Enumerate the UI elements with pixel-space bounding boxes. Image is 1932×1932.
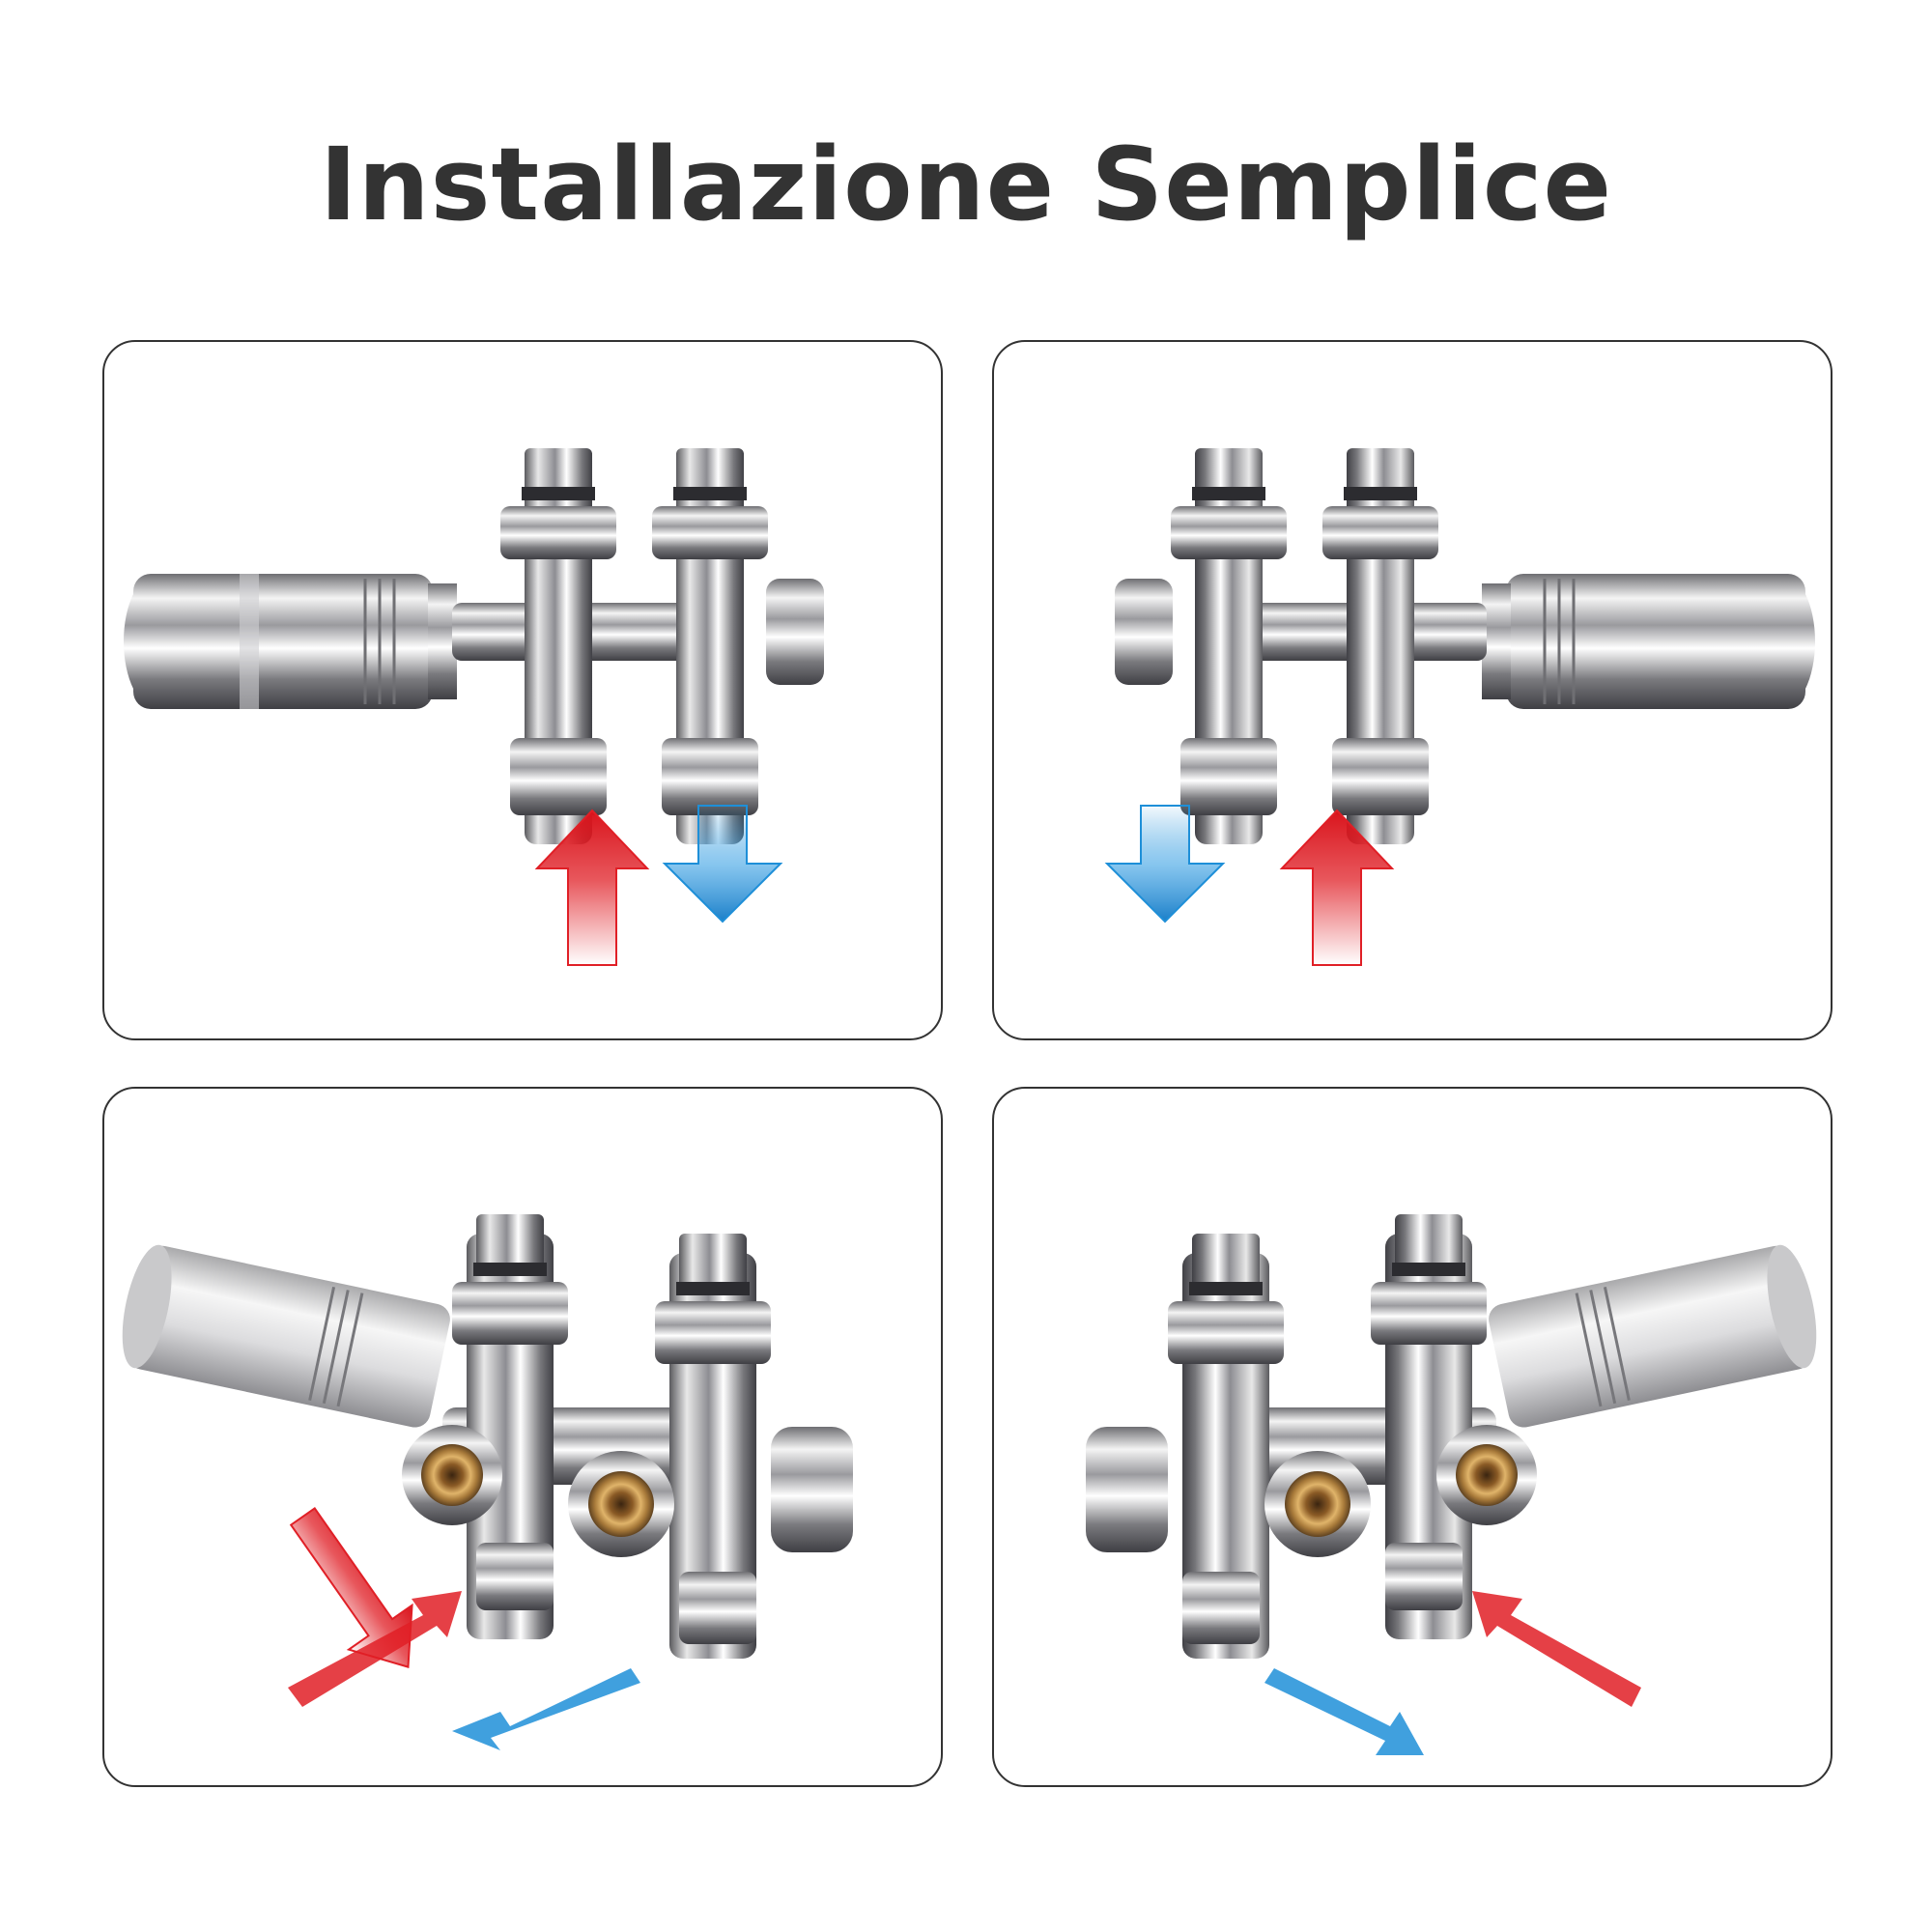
panel-left-angled-install (102, 340, 943, 1040)
valve-angle-right-3d-icon (1086, 1214, 1817, 1755)
page-title: Installazione Semplice (319, 126, 1613, 243)
panel-left-3d-install (102, 1087, 943, 1787)
valve-angle-left-icon (124, 448, 824, 966)
valve-angle-left-3d-icon (122, 1214, 853, 1750)
valve-angle-right-icon (1104, 448, 1815, 966)
panel-right-3d-install (992, 1087, 1833, 1787)
panel-right-angled-install (992, 340, 1833, 1040)
